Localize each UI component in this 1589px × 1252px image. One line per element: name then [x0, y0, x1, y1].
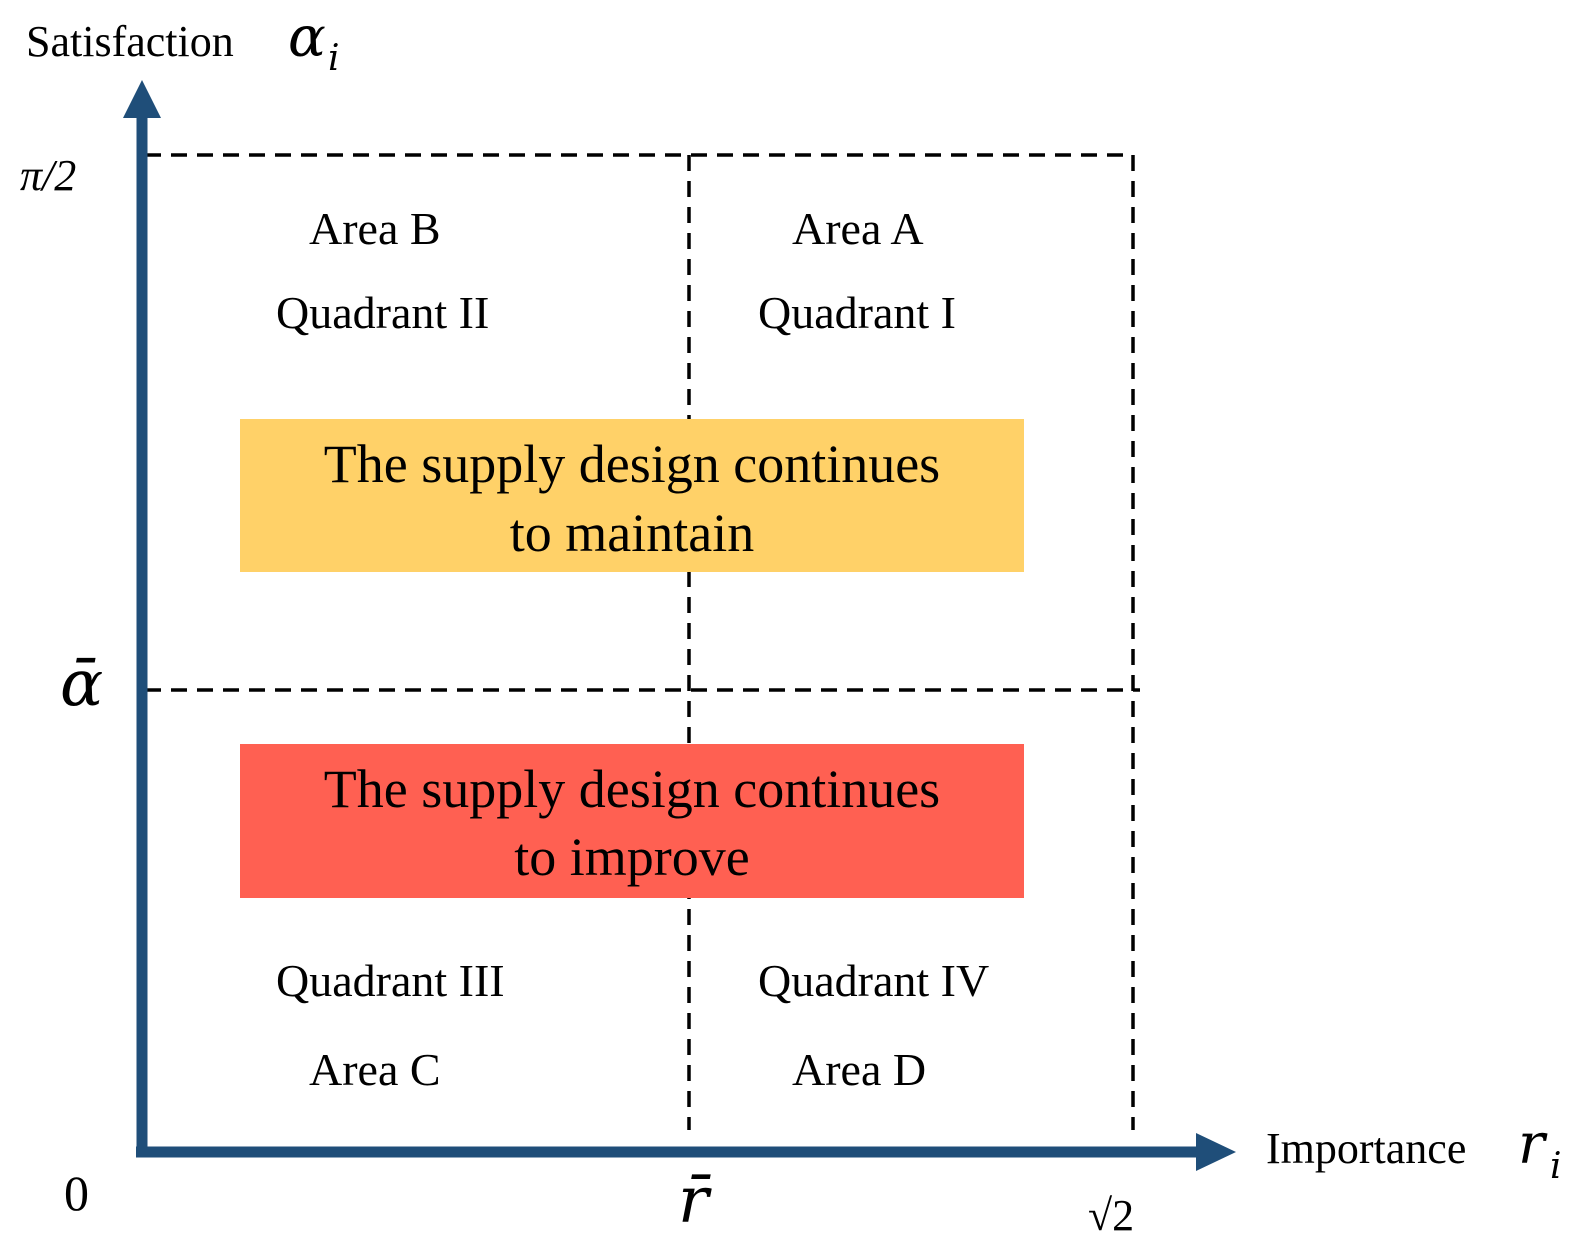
y-axis-subscript: i: [328, 38, 340, 79]
x-axis-title: Importance r i: [1266, 1112, 1562, 1187]
area-a-label: Area A: [792, 203, 924, 254]
maintain-banner-box: [240, 419, 1024, 572]
x-axis-symbol: r: [1518, 1112, 1548, 1177]
origin-tick-label: 0: [64, 1165, 89, 1221]
area-d-label: Area D: [792, 1044, 926, 1095]
x-mid-tick-label: r̄: [678, 1164, 712, 1238]
y-top-tick-label: π/2: [20, 151, 76, 200]
y-axis-symbol: α: [288, 5, 326, 70]
improve-banner: The supply design continues to improve: [240, 744, 1024, 898]
quadrant-iii-label: Quadrant III: [276, 955, 505, 1006]
quadrant-iv-label: Quadrant IV: [758, 955, 989, 1006]
x-axis-subscript: i: [1550, 1146, 1562, 1187]
improve-banner-line1: The supply design continues: [324, 759, 940, 819]
maintain-banner-line1: The supply design continues: [324, 434, 940, 494]
area-c-label: Area C: [309, 1044, 441, 1095]
y-axis-arrowhead: [123, 80, 161, 118]
improve-banner-box: [240, 744, 1024, 898]
x-end-tick-label: √2: [1088, 1191, 1134, 1240]
y-axis-title: Satisfaction α i: [26, 5, 340, 79]
quadrant-labels: Area B Quadrant II Area A Quadrant I Qua…: [276, 203, 989, 1095]
x-axis-label: Importance: [1266, 1124, 1466, 1173]
quadrant-ii-label: Quadrant II: [276, 287, 489, 338]
area-b-label: Area B: [309, 203, 441, 254]
axis-ticks: π/2 ᾱ 0 r̄ √2: [20, 151, 1134, 1240]
maintain-banner-line2: to maintain: [510, 503, 754, 563]
maintain-banner: The supply design continues to maintain: [240, 419, 1024, 572]
y-axis-label: Satisfaction: [26, 17, 234, 66]
quadrant-i-label: Quadrant I: [758, 287, 956, 338]
axes: [123, 80, 1236, 1171]
x-axis-arrowhead: [1196, 1133, 1236, 1171]
improve-banner-line2: to improve: [514, 827, 749, 887]
guide-lines: [145, 153, 1140, 1130]
y-mid-tick-label: ᾱ: [60, 647, 103, 721]
